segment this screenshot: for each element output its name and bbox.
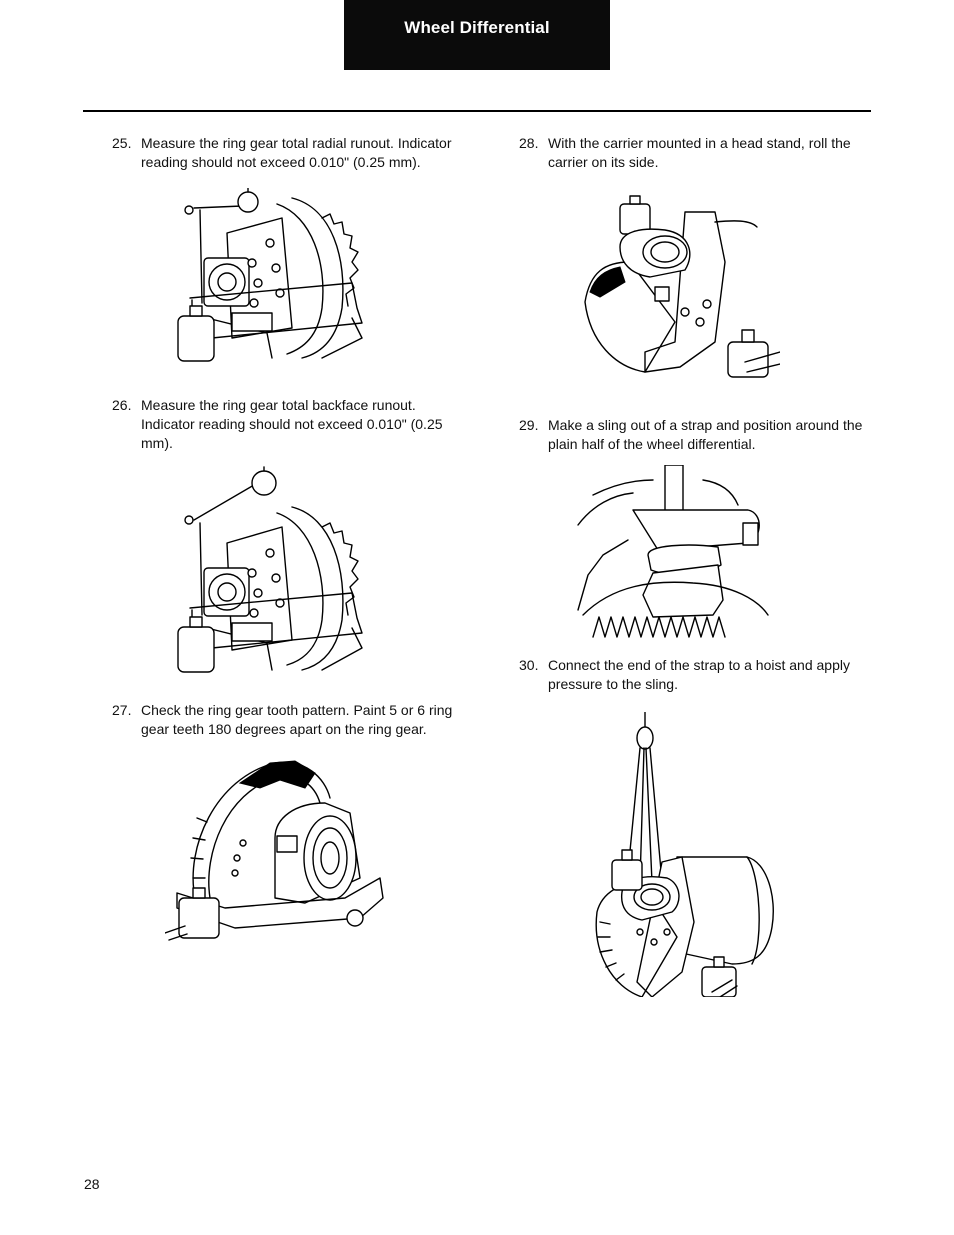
step-text: Measure the ring gear total radial runou…	[141, 135, 452, 170]
step-number: 25.	[112, 135, 132, 151]
step-30: 30. Connect the end of the strap to a ho…	[519, 656, 879, 694]
step-text: With the carrier mounted in a head stand…	[548, 135, 851, 170]
step-text: Connect the end of the strap to a hoist …	[548, 657, 850, 692]
step-28: 28. With the carrier mounted in a head s…	[519, 134, 879, 172]
figure-carrier-on-side	[584, 195, 780, 378]
step-number: 30.	[519, 657, 539, 673]
step-29: 29. Make a sling out of a strap and posi…	[519, 416, 879, 454]
step-text: Make a sling out of a strap and position…	[548, 417, 863, 452]
figure-tooth-pattern	[165, 760, 384, 941]
step-26: 26. Measure the ring gear total backface…	[112, 396, 472, 453]
header-rule	[83, 110, 871, 112]
step-text: Check the ring gear tooth pattern. Paint…	[141, 702, 453, 737]
figure-hoist-sling	[595, 712, 774, 997]
step-number: 27.	[112, 702, 132, 718]
step-27: 27. Check the ring gear tooth pattern. P…	[112, 701, 472, 739]
figure-sling-position	[577, 465, 769, 638]
page-number: 28	[84, 1176, 100, 1192]
figure-backface-runout	[177, 466, 363, 673]
step-number: 26.	[112, 397, 132, 413]
step-number: 29.	[519, 417, 539, 433]
section-title: Wheel Differential	[404, 18, 550, 37]
figure-radial-runout	[177, 188, 363, 362]
step-25: 25. Measure the ring gear total radial r…	[112, 134, 472, 172]
section-header-tab: Wheel Differential	[344, 0, 610, 70]
step-text: Measure the ring gear total backface run…	[141, 397, 443, 451]
step-number: 28.	[519, 135, 539, 151]
